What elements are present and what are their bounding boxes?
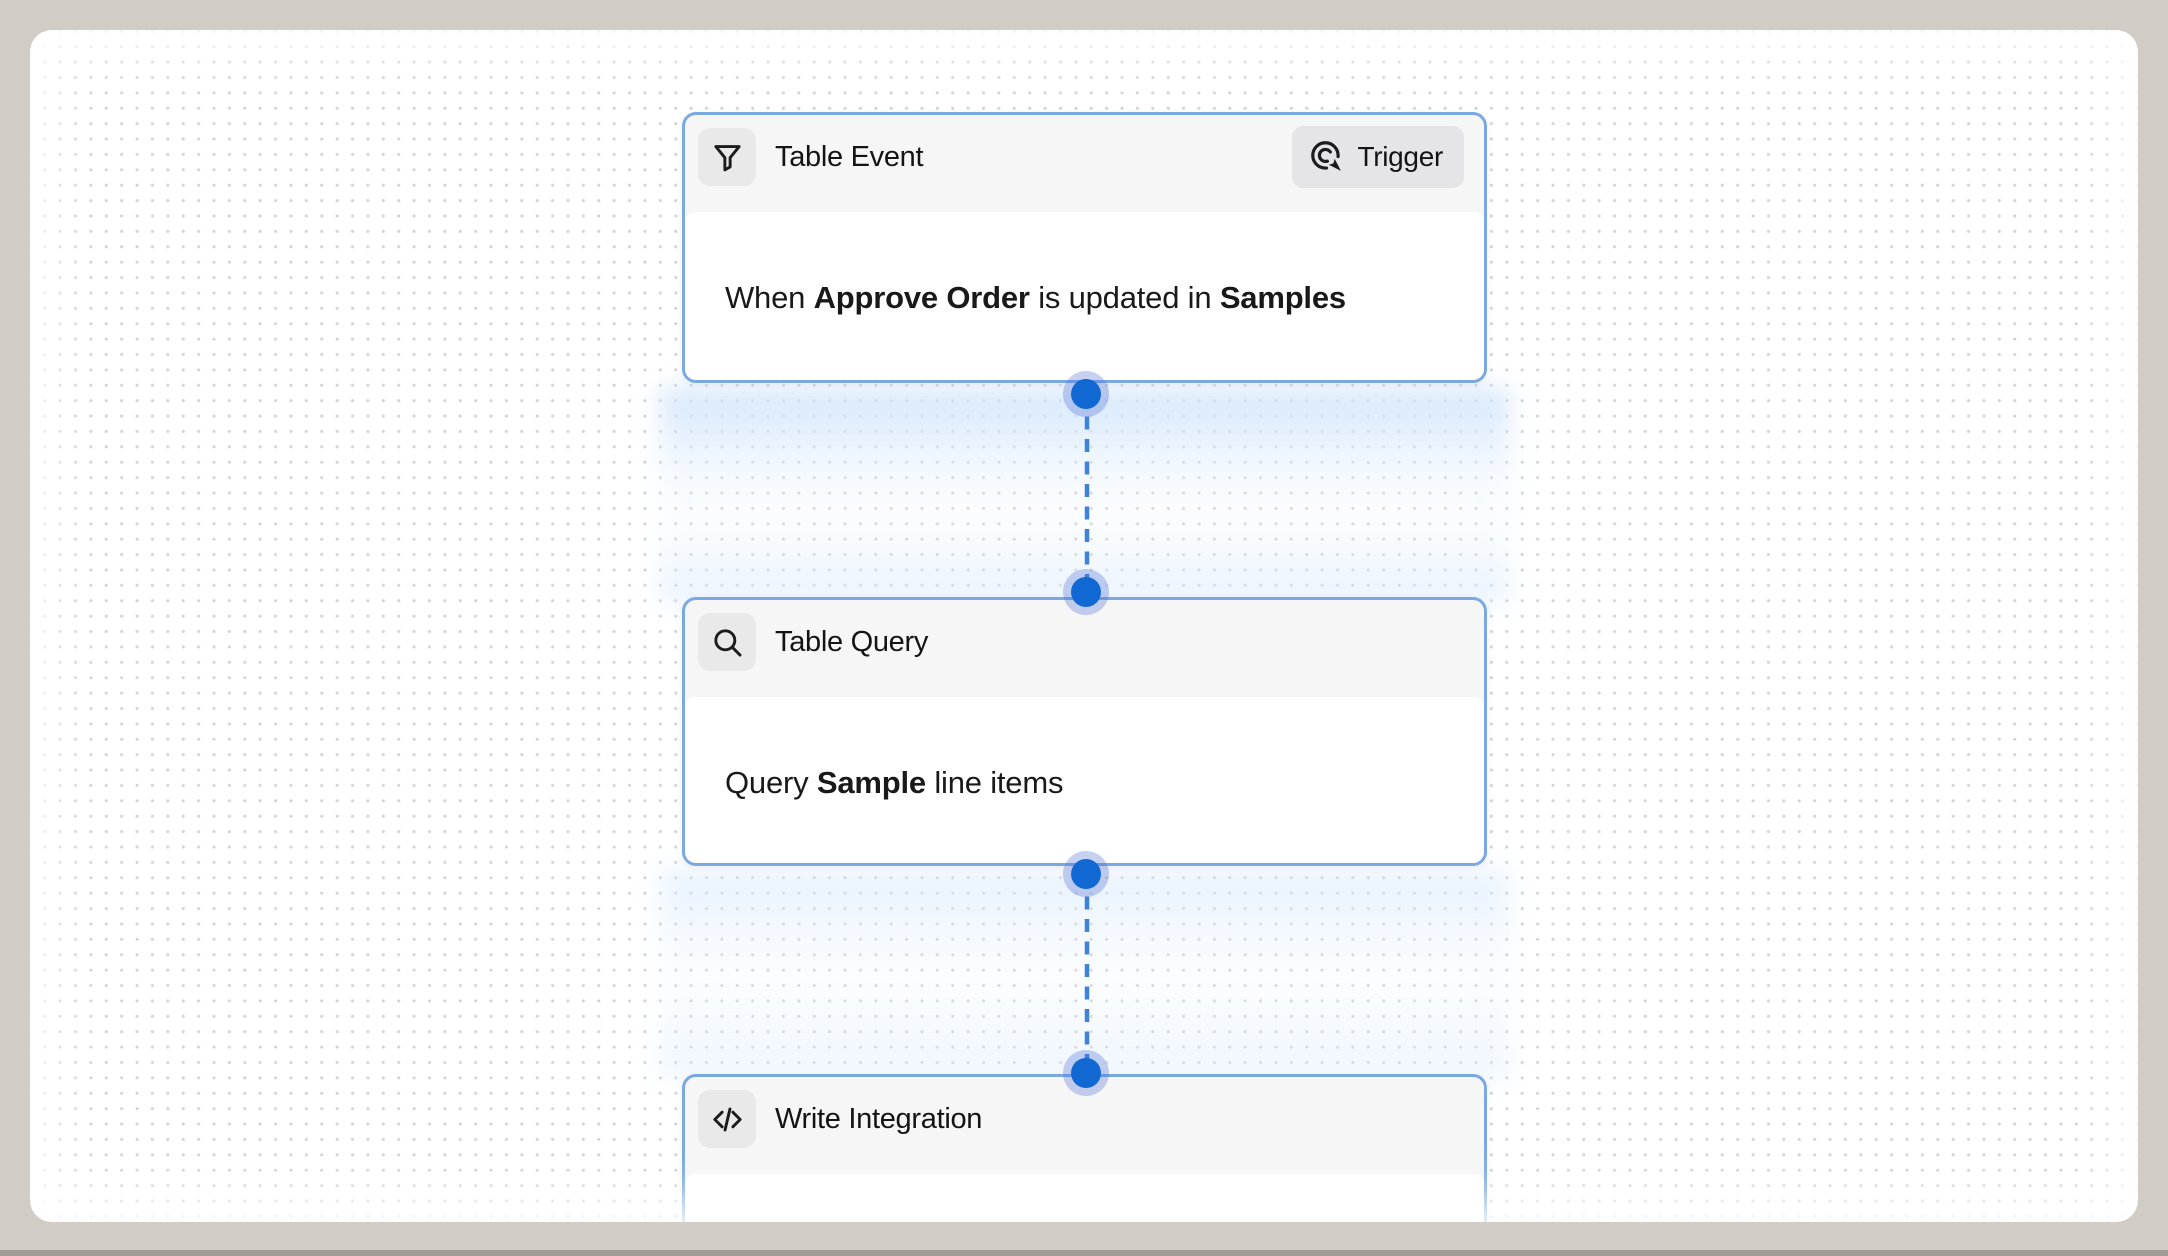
description-text: line items — [925, 765, 1064, 800]
table-name: Samples — [1219, 280, 1346, 315]
node-icon-chip — [698, 128, 756, 186]
node-header: Table Event Trigger — [685, 115, 1484, 222]
node-title: Table Event — [775, 141, 924, 173]
connector-line — [1084, 394, 1090, 592]
node-title: Write Integration — [775, 1103, 983, 1135]
connector-dot[interactable] — [1071, 1058, 1101, 1088]
trigger-badge: Trigger — [1292, 126, 1464, 188]
filter-icon — [713, 144, 741, 171]
node-header: Write Integration — [685, 1077, 1484, 1184]
window-bottom-edge — [0, 1250, 2168, 1256]
node-card-table-query[interactable]: Table Query Query Sample line items — [682, 597, 1487, 866]
node-title: Table Query — [775, 626, 929, 658]
node-body: Query Sample line items — [685, 697, 1484, 863]
trigger-badge-label: Trigger — [1357, 141, 1443, 172]
description-text: is updated in — [1029, 280, 1220, 315]
connector-dot[interactable] — [1071, 379, 1101, 409]
description-text: Query — [725, 765, 817, 800]
workflow-canvas[interactable]: Table Event Trigger When Approve Order i… — [30, 30, 2138, 1222]
node-icon-chip — [698, 1090, 756, 1148]
node-description: Query Sample line items — [725, 761, 1444, 805]
node-description: When Approve Order is updated in Samples — [725, 276, 1444, 320]
node-body — [685, 1174, 1484, 1222]
node-body: When Approve Order is updated in Samples — [685, 212, 1484, 380]
table-name: Sample — [816, 765, 926, 800]
trigger-click-icon — [1311, 141, 1342, 171]
code-icon — [712, 1107, 742, 1131]
search-icon — [713, 628, 741, 656]
connector-dot[interactable] — [1071, 859, 1101, 889]
node-card-write-integration[interactable]: Write Integration — [682, 1074, 1487, 1222]
node-icon-chip — [698, 613, 756, 671]
connector-line — [1084, 874, 1090, 1073]
description-text: When — [725, 280, 814, 315]
node-header: Table Query — [685, 600, 1484, 707]
connector-dot[interactable] — [1071, 577, 1101, 607]
field-name: Approve Order — [813, 280, 1030, 315]
node-card-table-event[interactable]: Table Event Trigger When Approve Order i… — [682, 112, 1487, 383]
